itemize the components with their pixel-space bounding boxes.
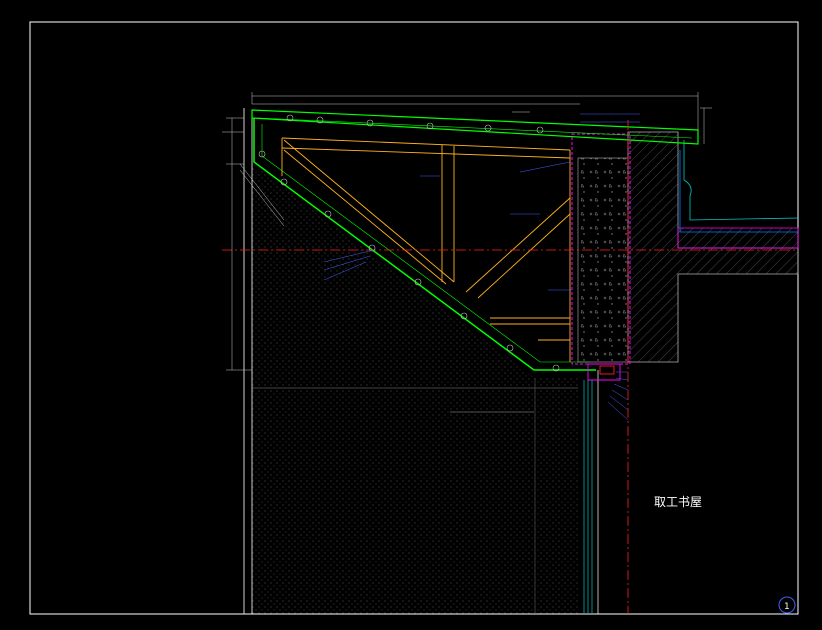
waterproof-layer <box>679 150 798 233</box>
concrete-core <box>577 157 629 363</box>
anchor-bolt-icon <box>258 114 560 372</box>
annotation-leaders <box>323 113 640 421</box>
dimension-left <box>222 117 285 371</box>
top-coping-inner <box>257 117 693 139</box>
sheet-number: 1 <box>784 602 790 612</box>
concrete-wall-hatch <box>627 131 799 363</box>
steel-frame <box>281 137 571 362</box>
curtain-wall-glass <box>583 380 593 614</box>
sealant-joint <box>599 365 615 375</box>
roof-parapet-curve <box>683 140 799 221</box>
room-label: 取工书屋 <box>654 495 702 509</box>
dimension-top <box>251 92 712 144</box>
top-coping-cladding <box>251 109 699 145</box>
soffit-fill-area <box>252 164 578 614</box>
roof-slab-right <box>677 227 799 249</box>
sloped-soffit-cladding <box>253 118 596 371</box>
sloped-soffit-inner <box>261 124 590 363</box>
bottom-bracket <box>587 363 621 381</box>
sheet-number-circle-icon <box>778 596 796 614</box>
